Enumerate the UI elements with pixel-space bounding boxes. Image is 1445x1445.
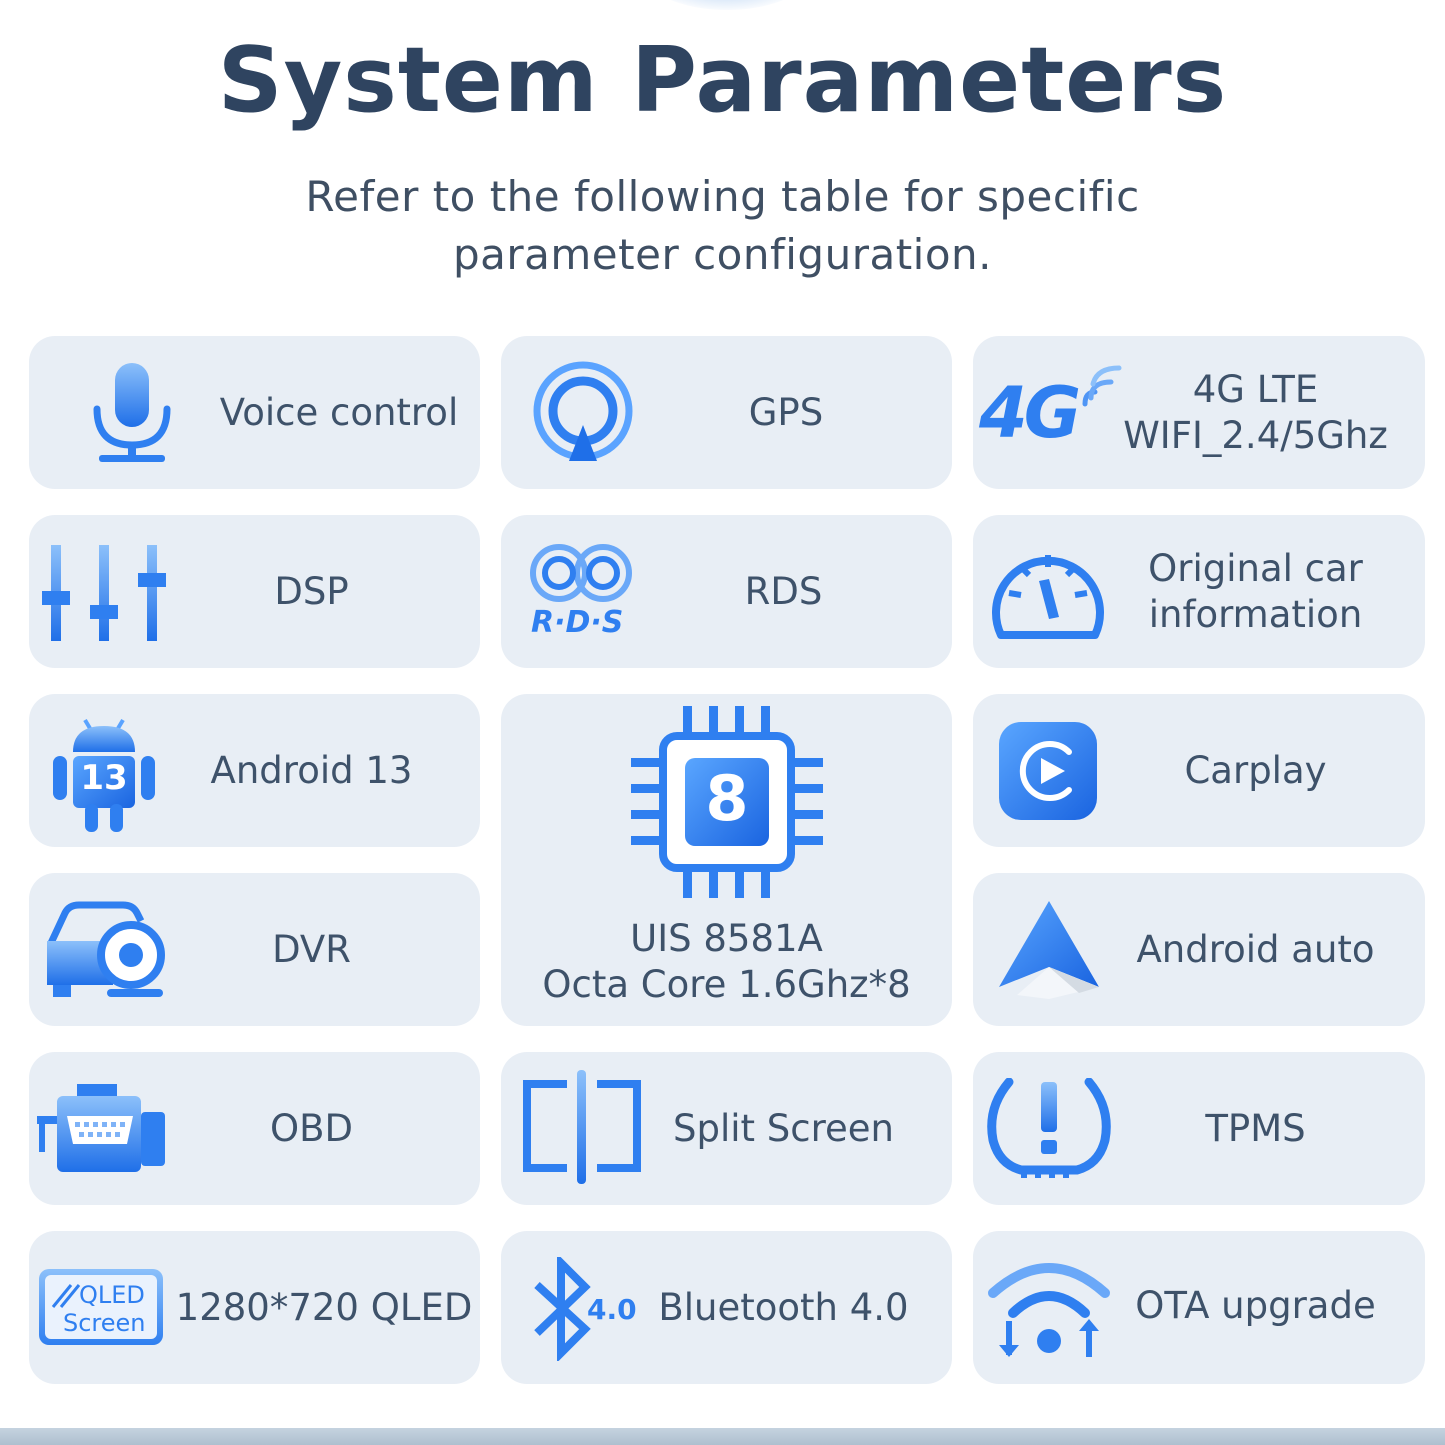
feature-card-gps: GPS	[501, 336, 952, 489]
feature-label: Android 13	[210, 748, 413, 792]
feature-label: DVR	[272, 927, 351, 971]
page-title: System Parameters	[217, 28, 1228, 133]
4g-icon-text: 4G	[979, 372, 1081, 454]
gps-icon	[533, 361, 633, 461]
rds-icon-text: R·D·S	[531, 605, 624, 640]
feature-card-obd: OBD	[29, 1052, 480, 1205]
tire-pressure-icon	[987, 1078, 1111, 1178]
feature-label: OBD	[270, 1106, 353, 1150]
feature-label: RDS	[744, 569, 823, 613]
cpu-core-count: 8	[705, 762, 749, 835]
feature-label: TPMS	[1205, 1106, 1306, 1150]
feature-label: DSP	[274, 569, 349, 613]
feature-card-dvr: DVR	[29, 873, 480, 1026]
split-screen-icon	[523, 1070, 641, 1184]
feature-label: Carplay	[1184, 748, 1327, 792]
feature-label: Voice control	[219, 390, 459, 434]
feature-label: 1280*720 QLED	[175, 1285, 473, 1329]
feature-label-line-1: 4G LTE	[1192, 367, 1319, 411]
equalizer-icon	[42, 545, 166, 641]
android-version-text: 13	[80, 758, 128, 798]
feature-label: GPS	[748, 390, 824, 434]
page-subtitle: Refer to the following table for specifi…	[0, 168, 1445, 284]
engine-icon	[37, 1084, 165, 1172]
cpu-chip-icon: 8	[631, 706, 823, 898]
subtitle-line-2: parameter configuration.	[452, 230, 993, 279]
feature-card-voice-control: Voice control	[29, 336, 480, 489]
feature-label: Android auto	[1136, 927, 1375, 971]
feature-label-line-2: Octa Core 1.6Ghz*8	[542, 963, 911, 1006]
feature-card-cpu: 8 UIS 8581A Octa Core 1.6Ghz*8	[501, 694, 952, 1026]
qled-icon-line-1: QLED	[79, 1281, 145, 1309]
feature-label: OTA upgrade	[1135, 1284, 1376, 1327]
carplay-icon	[999, 722, 1097, 820]
bluetooth-version-text: 4.0	[587, 1293, 637, 1326]
feature-label-line-2: WIFI_2.4/5Ghz	[1123, 413, 1388, 457]
feature-card-4g-lte: 4G 4G LTE WIFI_2.4/5Ghz	[973, 336, 1425, 489]
car-camera-icon	[47, 901, 165, 997]
feature-card-split-screen: Split Screen	[501, 1052, 952, 1205]
feature-label: Bluetooth 4.0	[658, 1285, 909, 1329]
subtitle-line-1: Refer to the following table for specifi…	[305, 172, 1140, 221]
qled-icon-line-2: Screen	[63, 1309, 146, 1337]
feature-card-bluetooth: 4.0 Bluetooth 4.0	[501, 1231, 952, 1384]
feature-card-android: 13 Android 13	[29, 694, 480, 847]
feature-card-rds: R·D·S RDS	[501, 515, 952, 668]
feature-card-original-car-info: Original car information	[973, 515, 1425, 668]
feature-label: Split Screen	[672, 1106, 894, 1150]
feature-card-android-auto: Android auto	[973, 873, 1425, 1026]
4g-icon: 4G	[979, 362, 1129, 472]
rds-icon: R·D·S	[529, 541, 639, 651]
feature-card-ota: OTA upgrade	[973, 1231, 1425, 1384]
speedometer-icon	[992, 555, 1104, 639]
feature-card-tpms: TPMS	[973, 1052, 1425, 1205]
microphone-icon	[93, 363, 171, 462]
wifi-upgrade-icon	[988, 1263, 1110, 1357]
android-robot-icon: 13	[51, 710, 157, 834]
android-auto-icon	[999, 901, 1099, 999]
top-decoration	[642, 0, 812, 10]
feature-label-line-2: information	[1148, 592, 1363, 636]
feature-card-dsp: DSP	[29, 515, 480, 668]
feature-card-carplay: Carplay	[973, 694, 1425, 847]
bluetooth-icon: 4.0	[531, 1257, 641, 1361]
feature-label-line-1: Original car	[1148, 546, 1363, 590]
feature-card-qled: QLED Screen 1280*720 QLED	[29, 1231, 480, 1384]
qled-screen-icon: QLED Screen	[39, 1269, 163, 1345]
bottom-bar	[0, 1428, 1445, 1445]
feature-label-line-1: UIS 8581A	[630, 917, 823, 960]
